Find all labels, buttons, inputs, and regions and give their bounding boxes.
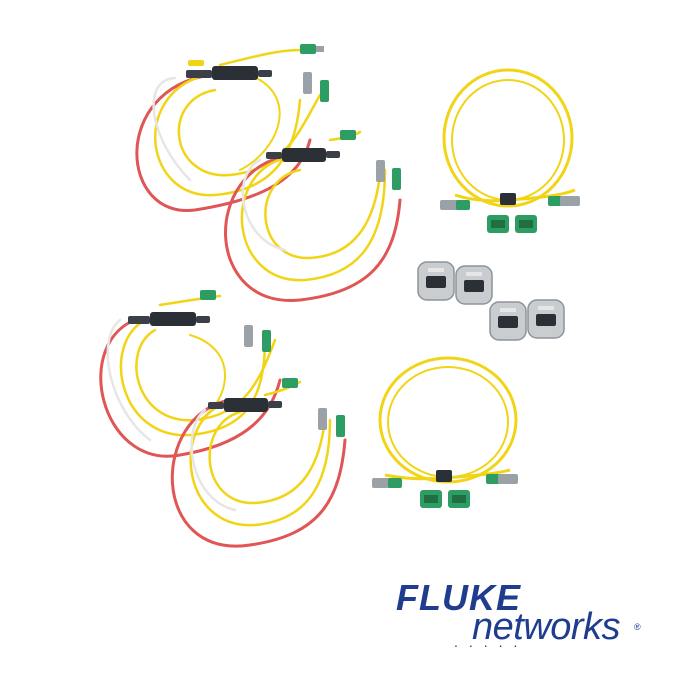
- fluke-networks-logo: FLUKE networks ..... ®: [392, 577, 652, 651]
- connector-green: [200, 290, 271, 352]
- patch-cord-connectors-upper: [440, 193, 580, 210]
- splitter-housing-upper-left: [186, 60, 272, 80]
- bulkhead-adapter-icon: [417, 261, 455, 301]
- registered-mark: ®: [634, 622, 641, 632]
- patch-cord-lower: [378, 356, 518, 484]
- logo-line-fluke: FLUKE: [396, 577, 521, 618]
- logo-line-networks: networks: [472, 606, 621, 648]
- bulkhead-adapter-icon: [527, 299, 565, 339]
- dust-cap-icon: [487, 215, 537, 233]
- patch-cord-upper: [442, 68, 576, 208]
- connector-green: [282, 378, 345, 437]
- splitter-housing-upper-right: [266, 148, 340, 162]
- connector-green: [340, 130, 401, 190]
- bulkhead-adapter-icon: [455, 265, 493, 305]
- patch-cord-connectors-lower: [372, 470, 518, 488]
- logo-dots: .....: [454, 634, 529, 650]
- splitter-housing-lower-right: [208, 398, 282, 412]
- splitter-cord-lower-right: [170, 380, 347, 548]
- connector-green: [300, 44, 324, 54]
- splitter-housing-lower-left: [128, 312, 210, 326]
- connector-gray: [303, 72, 329, 102]
- dust-cap-icon: [420, 490, 470, 508]
- bulkhead-adapter-icon: [489, 301, 527, 341]
